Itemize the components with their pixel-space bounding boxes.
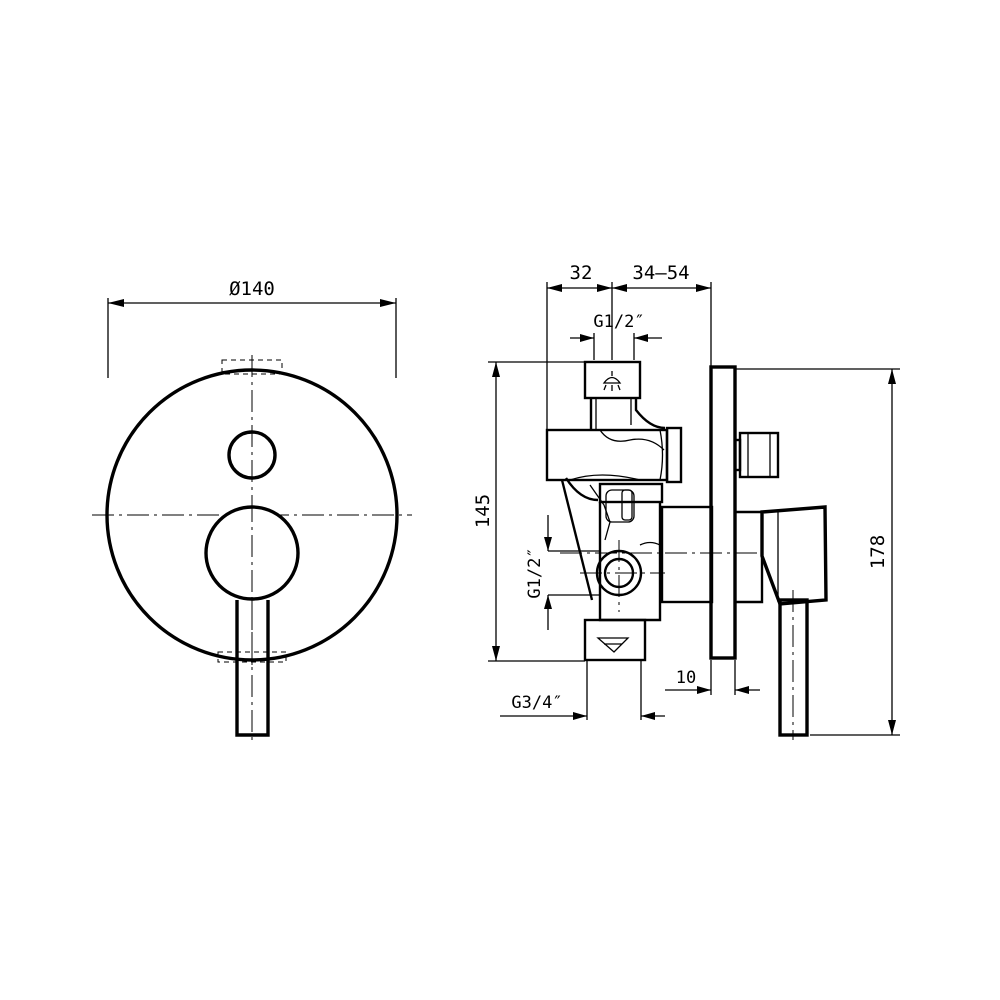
- dimension-10: 10: [665, 660, 760, 695]
- label-178: 178: [867, 535, 889, 569]
- diverter-knob-side: [733, 431, 780, 479]
- dimension-top: 32 34–54: [546, 262, 712, 445]
- lever-handle: [235, 600, 270, 737]
- label-diameter: Ø140: [229, 278, 275, 300]
- label-10: 10: [676, 668, 696, 688]
- dimension-diameter: Ø140: [107, 278, 397, 378]
- front-view: Ø140: [92, 278, 412, 740]
- dimension-thread-bottom: G3/4″: [500, 660, 665, 720]
- label-thread-top: G1/2″: [593, 312, 644, 332]
- dimension-145: 145: [472, 361, 585, 662]
- cover-plate-side: [709, 365, 737, 660]
- label-145: 145: [472, 494, 494, 528]
- diverter-knob: [227, 430, 277, 480]
- label-thread-side: G1/2″: [525, 547, 545, 598]
- valve-body: [545, 360, 760, 662]
- lever-side: [735, 505, 828, 740]
- spout-icon: [596, 637, 630, 653]
- label-thread-bottom: G3/4″: [511, 693, 562, 713]
- dimension-178: 178: [735, 368, 900, 736]
- label-32: 32: [570, 262, 593, 284]
- shower-icon: [602, 371, 622, 391]
- label-34-54: 34–54: [632, 262, 689, 284]
- dimension-thread-top: G1/2″: [570, 312, 662, 360]
- side-view: 32 34–54 G1/2″ 145: [472, 262, 900, 740]
